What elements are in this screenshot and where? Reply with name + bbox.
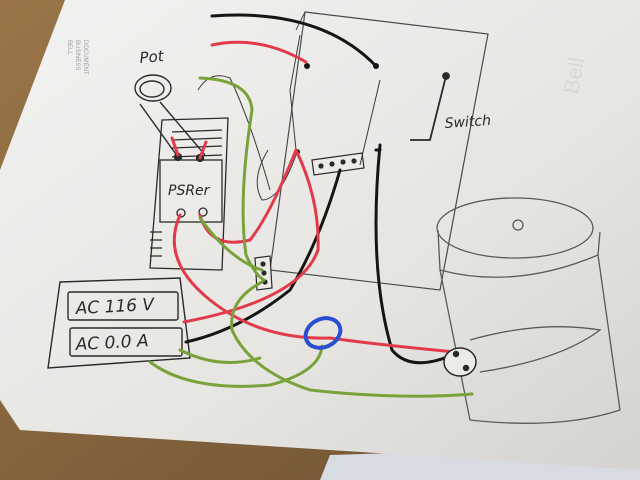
margin-stamp: BELL BUSINESS DOCUMENT (66, 40, 88, 75)
blue-marker-circle (303, 316, 343, 350)
svg-text:DOCUMENT: DOCUMENT (82, 40, 88, 75)
meter-voltage-readout: AC 116 V (74, 295, 156, 319)
svg-text:BUSINESS: BUSINESS (74, 40, 80, 70)
terminal-strip-top (311, 152, 365, 176)
psr-module-drawing (149, 117, 229, 271)
pot-label: Pot (139, 47, 166, 67)
switch-drawing (410, 72, 450, 141)
svg-text:BELL: BELL (66, 40, 72, 55)
psr-label: PSRer (168, 183, 211, 199)
cooking-pot-drawing (436, 197, 621, 424)
black-wires (184, 13, 452, 365)
paper-sheet (0, 0, 640, 470)
meter-current-readout: AC 0.0 A (74, 331, 149, 355)
switch-label: Switch (444, 113, 491, 132)
pot-drawing (134, 74, 206, 158)
green-wires (148, 76, 474, 398)
meter-drawing (47, 277, 191, 369)
connector-drawing (443, 347, 477, 377)
terminal-strip-bottom (254, 255, 273, 291)
